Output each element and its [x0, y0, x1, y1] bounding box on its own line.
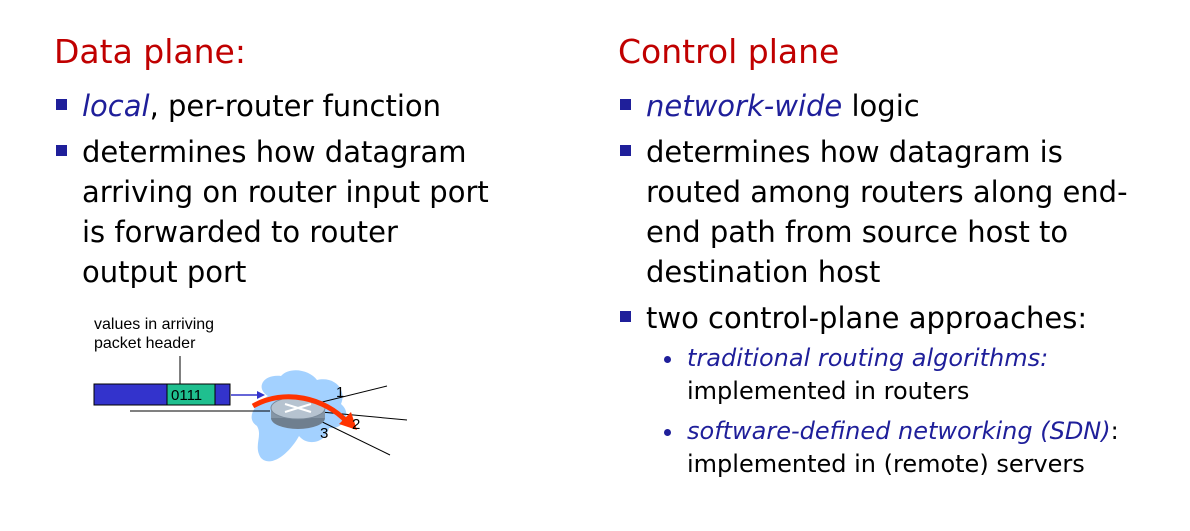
- diagram-caption: values in arriving packet header: [94, 315, 214, 353]
- bullet-line: routed among routers along end-: [646, 175, 1128, 209]
- bullet-routed: determines how datagram is routed among …: [618, 132, 1128, 292]
- caption-line: packet header: [94, 335, 196, 352]
- bullet-line: determines how datagram is: [646, 135, 1063, 169]
- control-plane-heading: Control plane: [618, 32, 840, 71]
- sub-bullet-traditional: traditional routing algorithms: implemen…: [662, 342, 1128, 408]
- bullet-approaches-text: two control-plane approaches:: [646, 301, 1088, 335]
- link-line-2: [309, 410, 408, 421]
- bullet-line: is forwarded to router: [82, 215, 398, 249]
- control-plane-bullets: network-wide logic determines how datagr…: [618, 86, 1128, 488]
- input-arrow-head: [257, 391, 265, 399]
- bullet-line: arriving on router input port: [82, 175, 489, 209]
- sub-bullet-sdn-text: implemented in (remote) servers: [687, 450, 1085, 478]
- square-bullet-icon: [620, 99, 631, 110]
- dot-bullet-icon: [664, 429, 671, 436]
- sub-bullet-sdn-suffix: :: [1110, 417, 1119, 445]
- port-label-3: 3: [320, 425, 328, 442]
- bullet-approaches: two control-plane approaches: traditiona…: [618, 298, 1128, 481]
- data-plane-bullets: local, per-router function determines ho…: [54, 86, 489, 298]
- sub-bullet-sdn: software-defined networking (SDN): imple…: [662, 415, 1128, 481]
- bullet-determines: determines how datagram arriving on rout…: [54, 132, 489, 292]
- dot-bullet-icon: [664, 356, 671, 363]
- sub-bullet-traditional-text: implemented in routers: [687, 377, 970, 405]
- router-forwarding-diagram: 0111 1 2 3: [93, 356, 408, 462]
- packet-header-field: [166, 383, 216, 406]
- bullet-line: destination host: [646, 255, 881, 289]
- square-bullet-icon: [620, 145, 631, 156]
- bullet-line: determines how datagram: [82, 135, 467, 169]
- bullet-network-wide: network-wide logic: [618, 86, 1128, 126]
- router-cross-icon: [284, 403, 312, 413]
- approaches-sublist: traditional routing algorithms: implemen…: [618, 342, 1128, 481]
- caption-line: values in arriving: [94, 316, 215, 333]
- square-bullet-icon: [56, 145, 67, 156]
- data-plane-heading: Data plane:: [54, 32, 246, 71]
- header-value-label: 0111: [171, 387, 202, 404]
- bullet-line: end path from source host to: [646, 215, 1069, 249]
- forwarding-arrow-head: [339, 412, 357, 430]
- sub-bullet-traditional-em: traditional routing algorithms:: [687, 344, 1049, 372]
- square-bullet-icon: [620, 311, 631, 322]
- bullet-network-wide-text: logic: [842, 89, 920, 123]
- forwarding-arrow-curve: [251, 394, 349, 424]
- bullet-local-text: , per-router function: [149, 89, 442, 123]
- link-line-3: [309, 415, 391, 456]
- bullet-network-wide-em: network-wide: [646, 89, 843, 123]
- bullet-local: local, per-router function: [54, 86, 489, 126]
- bullet-line: output port: [82, 255, 247, 289]
- port-label-1: 1: [336, 384, 344, 401]
- square-bullet-icon: [56, 99, 67, 110]
- bullet-local-em: local: [82, 89, 150, 123]
- sub-bullet-sdn-em: software-defined networking (SDN): [687, 417, 1111, 445]
- port-label-2: 2: [352, 416, 360, 433]
